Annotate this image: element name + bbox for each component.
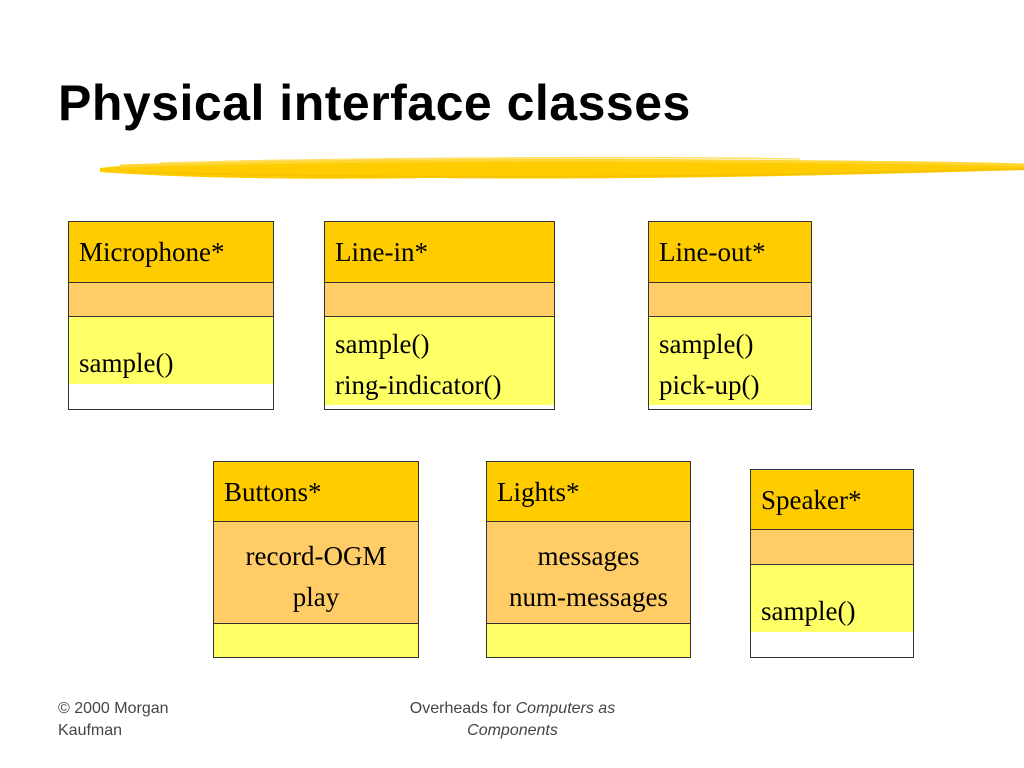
overheads-credit: Overheads for Computers as Components	[370, 698, 655, 743]
class-box-line-in: Line-in* sample() ring-indicator()	[324, 221, 555, 410]
attributes-section-buttons: record-OGM play	[214, 522, 418, 624]
attribute: record-OGM	[245, 541, 387, 571]
operations-section-line-in: sample() ring-indicator()	[325, 317, 554, 405]
class-box-line-out: Line-out* sample() pick-up()	[648, 221, 812, 410]
class-box-lights: Lights* messages num-messages	[486, 461, 691, 658]
class-name-lights: Lights*	[487, 462, 690, 522]
class-name-line-in: Line-in*	[325, 222, 554, 283]
slide-title: Physical interface classes	[58, 75, 691, 131]
operations-section-microphone: sample()	[69, 317, 273, 384]
operations-section-line-out: sample() pick-up()	[649, 317, 811, 405]
operations-section-buttons	[214, 624, 418, 657]
class-box-speaker: Speaker* sample()	[750, 469, 914, 658]
attributes-section-lights: messages num-messages	[487, 522, 690, 624]
book-title-part: Computers as	[515, 700, 616, 717]
attributes-section-speaker	[751, 530, 913, 565]
copyright-line: © 2000 Morgan	[58, 700, 169, 717]
overheads-prefix: Overheads for	[409, 700, 516, 717]
operation: sample()	[335, 329, 430, 359]
class-box-buttons: Buttons* record-OGM play	[213, 461, 419, 658]
operation: sample()	[79, 348, 174, 378]
copyright-notice: © 2000 Morgan Kaufman	[58, 698, 169, 743]
title-underline-brushstroke	[100, 156, 1024, 179]
attributes-section-line-in	[325, 283, 554, 317]
attributes-section-line-out	[649, 283, 811, 317]
attribute: num-messages	[509, 581, 668, 612]
attribute: play	[292, 581, 340, 612]
operation: sample()	[659, 329, 754, 359]
attributes-section-microphone	[69, 283, 273, 317]
operation: pick-up()	[659, 369, 760, 400]
class-box-microphone: Microphone* sample()	[68, 221, 274, 410]
operations-section-speaker: sample()	[751, 565, 913, 632]
class-name-buttons: Buttons*	[214, 462, 418, 522]
book-title-part: Components	[467, 722, 558, 740]
class-name-microphone: Microphone*	[69, 222, 273, 283]
operation: sample()	[761, 596, 856, 626]
attribute: messages	[537, 541, 640, 571]
copyright-line: Kaufman	[58, 722, 123, 740]
class-name-speaker: Speaker*	[751, 470, 913, 530]
operations-section-lights	[487, 624, 690, 657]
class-name-line-out: Line-out*	[649, 222, 811, 283]
operation: ring-indicator()	[335, 369, 502, 400]
